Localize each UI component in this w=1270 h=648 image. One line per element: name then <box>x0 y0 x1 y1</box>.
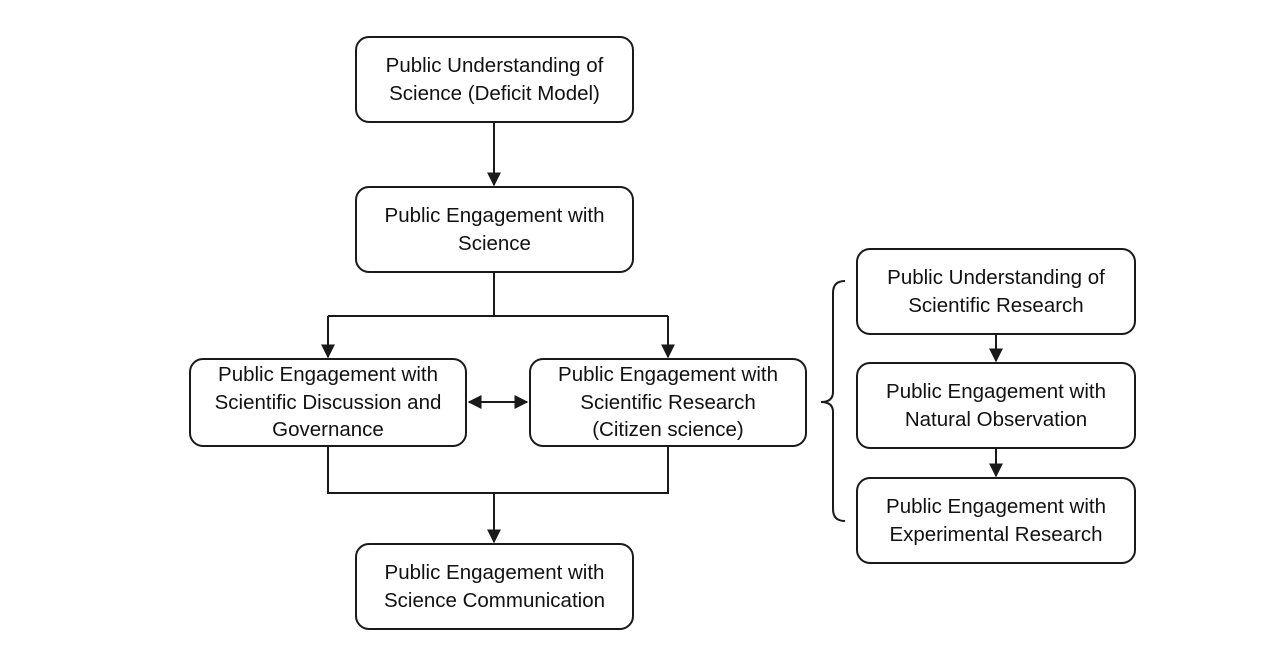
node-public-understanding-of-science: Public Understanding of Science (Deficit… <box>355 36 634 123</box>
node-engagement-science-communication: Public Engagement with Science Communica… <box>355 543 634 630</box>
node-understanding-scientific-research: Public Understanding of Scientific Resea… <box>856 248 1136 335</box>
node-engagement-experimental-research: Public Engagement with Experimental Rese… <box>856 477 1136 564</box>
node-engagement-natural-observation: Public Engagement with Natural Observati… <box>856 362 1136 449</box>
node-engagement-scientific-research: Public Engagement with Scientific Resear… <box>529 358 807 447</box>
curly-brace <box>820 280 846 522</box>
node-public-engagement-with-science: Public Engagement with Science <box>355 186 634 273</box>
node-engagement-scientific-discussion: Public Engagement with Scientific Discus… <box>189 358 467 447</box>
merge-lines <box>327 447 669 494</box>
